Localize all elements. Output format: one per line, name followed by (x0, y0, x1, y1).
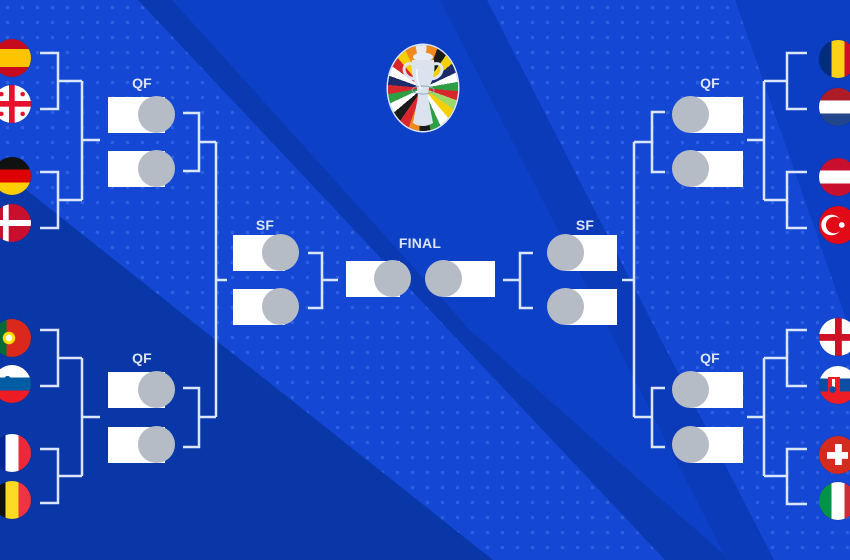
flag-romania-icon (819, 40, 850, 78)
qf-slot-right-top-2 (672, 150, 743, 187)
sf-slot-left-1 (233, 234, 301, 271)
qf-slot-right-bottom-1 (672, 371, 743, 408)
slot-placeholder-circle-icon (672, 371, 709, 408)
slot-placeholder-circle-icon (138, 426, 175, 463)
flag-turkey-icon (819, 206, 850, 244)
slot-placeholder-circle-icon (425, 260, 462, 297)
sf-slot-left-2 (233, 288, 301, 325)
flag-spain-icon (0, 39, 31, 77)
qf-slot-right-bottom-2 (672, 426, 743, 463)
qf-slot-left-top-1 (108, 96, 176, 133)
euro-2024-trophy-logo-icon (388, 45, 458, 131)
flag-austria-icon (819, 158, 850, 196)
slot-placeholder-circle-icon (262, 288, 299, 325)
round-label-final: FINAL (398, 235, 442, 251)
slot-placeholder-circle-icon (138, 96, 175, 133)
qf-slot-right-top-1 (672, 96, 743, 133)
flag-portugal-icon (0, 319, 31, 357)
slot-placeholder-circle-icon (672, 96, 709, 133)
qf-slot-left-bottom-1 (108, 371, 176, 408)
slot-placeholder-circle-icon (262, 234, 299, 271)
slot-placeholder-circle-icon (547, 288, 584, 325)
flag-georgia-icon (0, 85, 31, 123)
slot-placeholder-circle-icon (672, 150, 709, 187)
sf-slot-right-2 (547, 288, 617, 325)
sf-slot-right-1 (547, 234, 617, 271)
slot-placeholder-circle-icon (547, 234, 584, 271)
flag-switzerland-icon (819, 436, 850, 474)
flag-france-icon (0, 434, 31, 472)
flag-slovakia-icon (819, 366, 850, 404)
final-slot-right (425, 260, 495, 297)
flag-england-icon (819, 318, 850, 356)
slot-placeholder-circle-icon (138, 371, 175, 408)
slot-placeholder-circle-icon (374, 260, 411, 297)
qf-slot-left-top-2 (108, 150, 176, 187)
flag-italy-icon (819, 482, 850, 520)
round-label-qf-left-bottom: QF (132, 350, 152, 366)
slot-placeholder-circle-icon (672, 426, 709, 463)
flag-denmark-icon (0, 204, 31, 242)
flag-slovenia-icon (0, 365, 31, 403)
round-label-qf-left-top: QF (132, 75, 152, 91)
flag-netherlands-icon (819, 88, 850, 126)
slot-placeholder-circle-icon (138, 150, 175, 187)
round-label-qf-right-top: QF (700, 75, 720, 91)
qf-slot-left-bottom-2 (108, 426, 176, 463)
round-label-sf-right: SF (575, 217, 595, 233)
final-slot-left (346, 260, 412, 297)
round-label-sf-left: SF (255, 217, 275, 233)
flag-belgium-icon (0, 481, 31, 519)
flag-germany-icon (0, 157, 31, 195)
round-label-qf-right-bottom: QF (700, 350, 720, 366)
